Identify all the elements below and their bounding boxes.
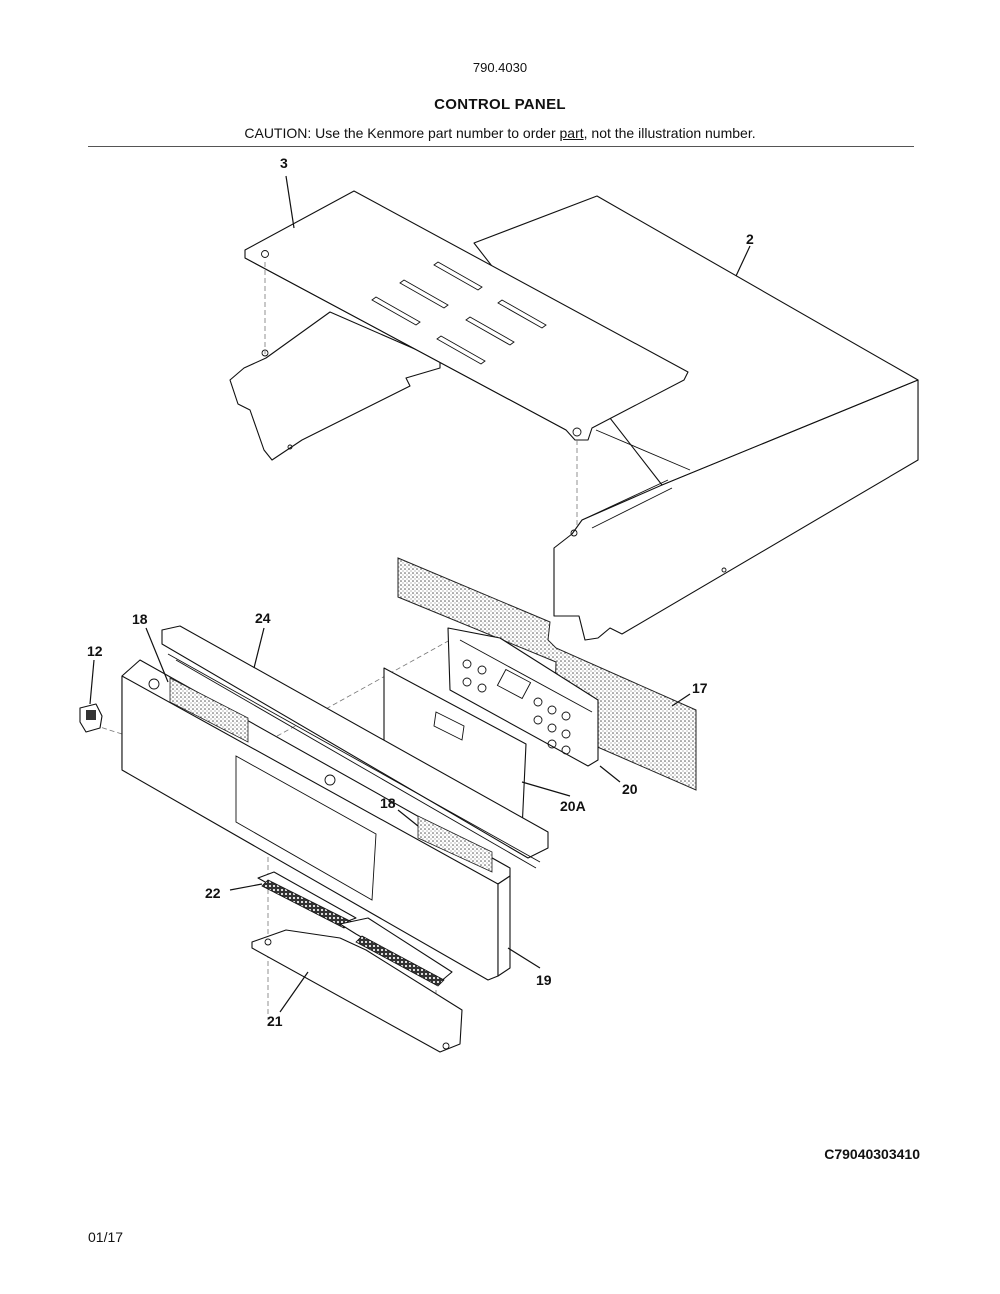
caution-part-link[interactable]: part — [559, 125, 584, 141]
drawing-code: C79040303410 — [824, 1146, 920, 1162]
callout-3: 3 — [280, 155, 288, 171]
callout-12: 12 — [87, 643, 103, 659]
page-title: CONTROL PANEL — [434, 96, 566, 113]
part-17-insulation — [397, 557, 697, 791]
part-24-trim — [161, 625, 549, 869]
callout-20: 20 — [622, 781, 638, 797]
revision-date: 01/17 — [88, 1229, 124, 1245]
callout-18-lower: 18 — [380, 795, 396, 811]
part-22-bracket — [257, 871, 453, 987]
callout-22: 22 — [205, 885, 221, 901]
callout-20a: 20A — [560, 798, 586, 814]
part-12-switch — [79, 703, 103, 733]
part-21-bottom-plate — [251, 929, 463, 1053]
caution-text: CAUTION: Use the Kenmore part number to … — [0, 125, 1000, 141]
leader-lines — [89, 175, 751, 1013]
caution-prefix: CAUTION: Use the Kenmore part number to … — [244, 125, 560, 141]
callout-18-upper: 18 — [132, 611, 148, 627]
vent-slots — [371, 261, 547, 365]
part-2-rear-cover — [473, 195, 919, 641]
callout-19: 19 — [536, 972, 552, 988]
callout-2: 2 — [746, 231, 754, 247]
callout-24: 24 — [255, 610, 271, 626]
part-19-console — [121, 659, 511, 981]
caution-suffix: , not the illustration number. — [583, 125, 756, 141]
header-divider — [88, 146, 914, 147]
model-number: 790.4030 — [472, 60, 528, 75]
callout-21: 21 — [267, 1013, 283, 1029]
part-3-top-shield — [229, 190, 689, 461]
callout-17: 17 — [692, 680, 708, 696]
part-20-control-board — [447, 627, 599, 767]
